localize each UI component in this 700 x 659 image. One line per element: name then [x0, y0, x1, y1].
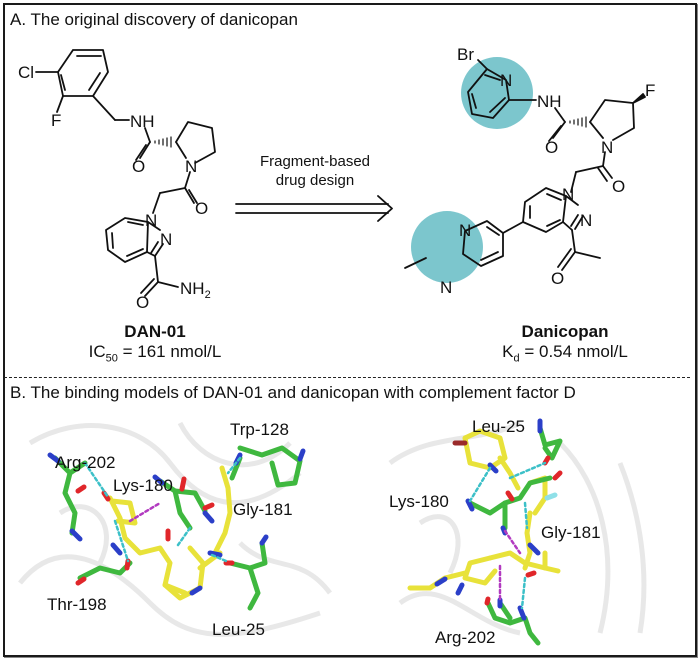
pi-interactions-left [128, 501, 162, 523]
residue-label-gly181-right: Gly-181 [541, 523, 601, 542]
atom-label: Br [457, 45, 474, 64]
atom-label: O [136, 293, 149, 312]
dan01-indazole [105, 217, 179, 297]
atom-label: N [580, 211, 592, 230]
dan01-ligand [107, 465, 233, 601]
residue-label-lys180-right: Lys-180 [389, 492, 449, 511]
residue-label-gly181-left: Gly-181 [233, 500, 293, 519]
nitrogen-atoms-right [434, 418, 543, 621]
residue-label-lys180-left: Lys-180 [113, 476, 173, 495]
atom-label: NH [537, 92, 562, 111]
atom-label: N [185, 157, 197, 176]
fluorine-atom-right [544, 492, 558, 501]
dan01-hashed-wedge [154, 136, 172, 148]
residue-label-leu25-right: Leu-25 [472, 417, 525, 436]
panel-b-title: B. The binding models of DAN-01 and dani… [10, 383, 576, 402]
atom-label: N [145, 211, 157, 230]
danicopan-pyridine [467, 68, 510, 119]
residue-label-trp128: Trp-128 [230, 420, 289, 439]
danicopan-hashed-wedge [569, 116, 587, 128]
arrow-label-line2: drug design [275, 172, 355, 189]
nitrogen-atoms-left [47, 448, 306, 596]
atom-label: O [545, 138, 558, 157]
hydrogen-bonds-right [468, 461, 547, 610]
compound-activity-danicopan: Kd = 0.54 nmol/L [502, 342, 628, 365]
atom-label: F [51, 111, 61, 130]
atom-label: N [440, 278, 452, 297]
panel-b-binding-models [18, 418, 647, 646]
atom-label: O [551, 269, 564, 288]
atom-label: NH2 [180, 279, 211, 301]
hydrogen-bonds-left [83, 456, 242, 563]
atom-label: Cl [18, 63, 34, 82]
atom-label: O [195, 199, 208, 218]
arrow-label: Fragment-based drug design [240, 152, 390, 190]
atom-label: N [459, 221, 471, 240]
compound-name-danicopan: Danicopan [521, 322, 609, 341]
danicopan-pyrimidine [462, 220, 504, 267]
danicopan-indazole [522, 187, 601, 271]
dan01-benzene-ring [57, 49, 109, 97]
panel-a-structures: Cl F NH O N O N N O NH2 Br N NH F O N O … [18, 45, 655, 312]
panel-a-title: A. The original discovery of danicopan [10, 10, 298, 29]
compound-name-dan01: DAN-01 [124, 322, 186, 341]
residue-label-thr198: Thr-198 [47, 595, 107, 614]
pi-interactions-right [498, 529, 522, 602]
panel-divider [4, 377, 690, 378]
compound-activity-dan01: IC50 = 161 nmol/L [88, 342, 222, 365]
residue-label-leu25-left: Leu-25 [212, 620, 265, 639]
atom-label: F [645, 81, 655, 100]
arrow-label-line1: Fragment-based [259, 153, 371, 170]
atom-label: O [132, 157, 145, 176]
atom-label: N [562, 185, 574, 204]
right-model-sticks [407, 418, 563, 646]
atom-label: N [500, 71, 512, 90]
atom-label: O [612, 177, 625, 196]
fragment-based-arrow [235, 195, 393, 222]
atom-label: N [601, 138, 613, 157]
atom-label: N [160, 230, 172, 249]
protein-ribbon-background [18, 420, 647, 637]
residue-label-arg202-left: Arg-202 [55, 453, 116, 472]
atom-label: NH [130, 112, 155, 131]
residue-label-arg202-right: Arg-202 [435, 628, 496, 647]
left-model-sticks [47, 445, 306, 611]
